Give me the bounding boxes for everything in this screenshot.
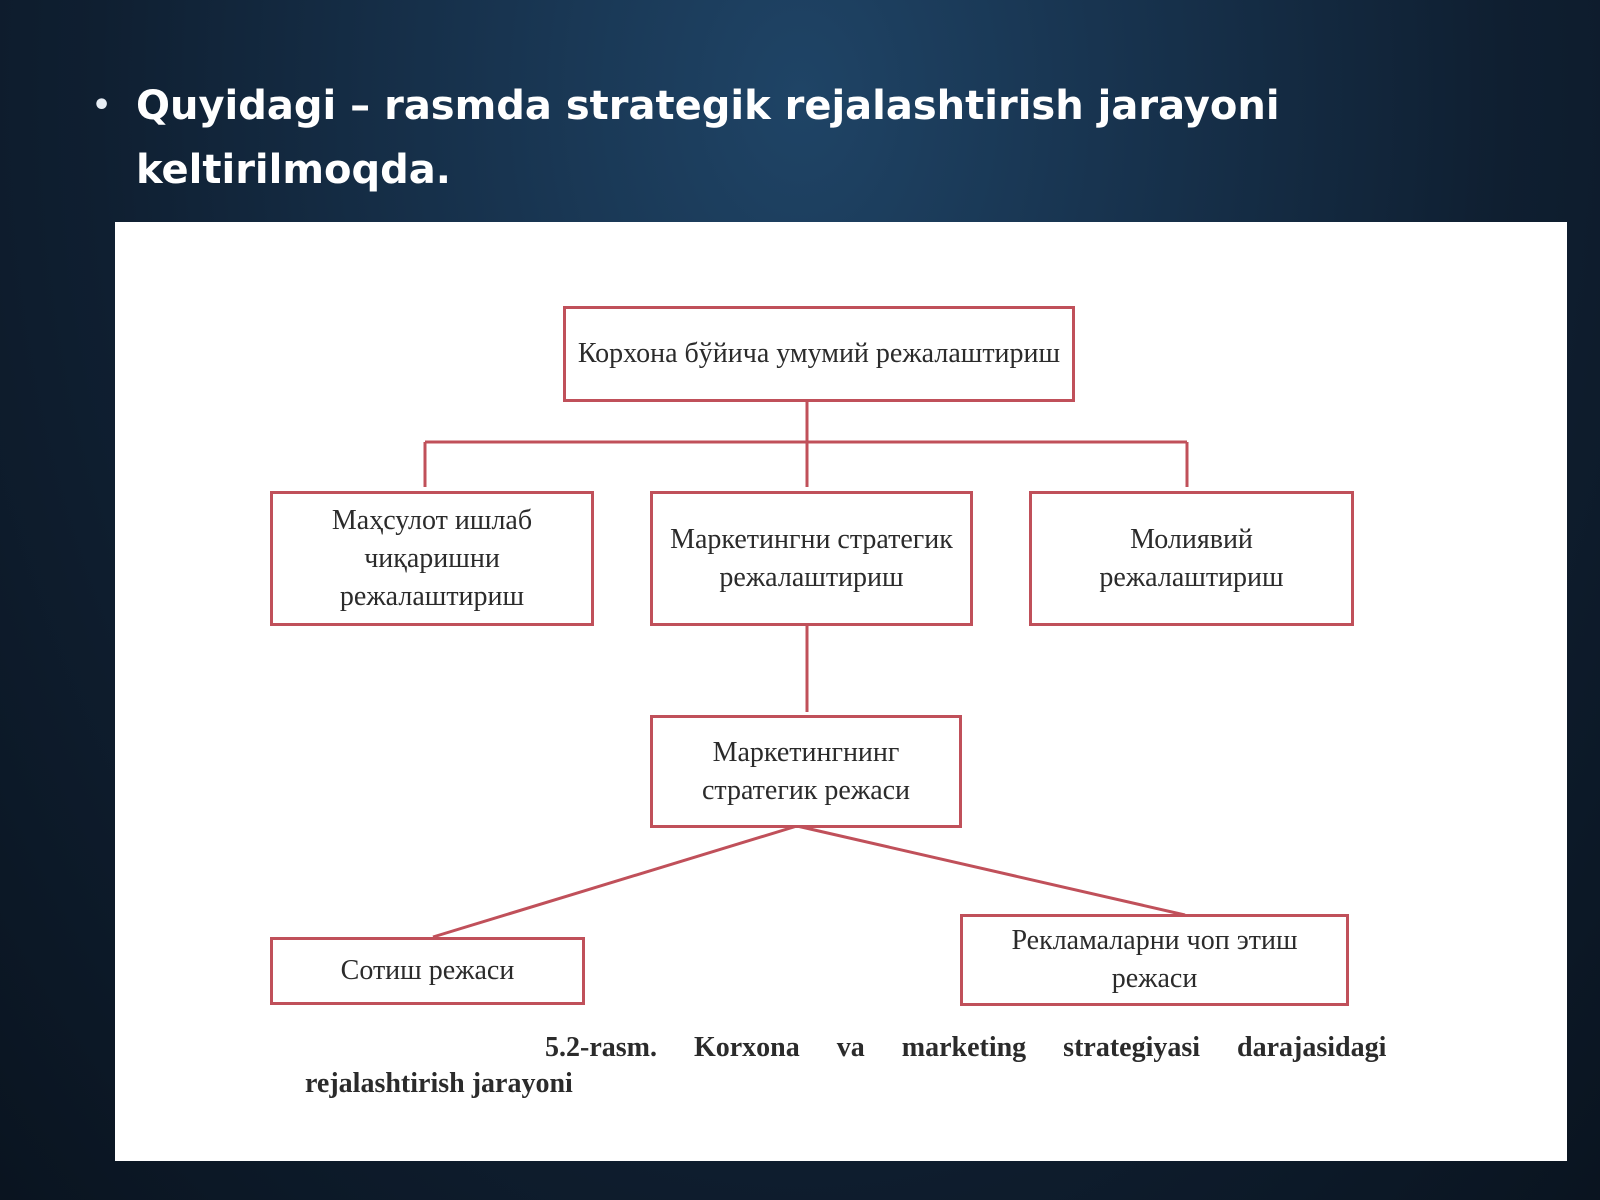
bullet-dot-icon: • xyxy=(92,88,112,123)
node-financial-planning-label: Молиявий режалаштириш xyxy=(1099,523,1284,593)
node-production-planning-label: Маҳсулот ишлаб чиқаришни режалаштириш xyxy=(331,504,533,612)
figure-caption-line1: 5.2-rasm. Korxona va marketing strategiy… xyxy=(545,1032,1387,1063)
diagram-connectors xyxy=(423,397,1189,939)
node-ads-plan: Рекламаларни чоп этиш режаси xyxy=(960,914,1349,1006)
node-marketing-strategic-planning-label: Маркетингни стратегик режалаштириш xyxy=(670,523,953,593)
node-marketing-strategic-plan-label: Маркетингнинг стратегик режаси xyxy=(701,736,911,806)
node-sales-plan-label: Сотиш режаси xyxy=(340,955,515,986)
figure-caption-line2: rejalashtirish jarayoni xyxy=(305,1068,573,1099)
node-sales-plan: Сотиш режаси xyxy=(270,937,585,1005)
node-marketing-strategic-plan: Маркетингнинг стратегик режаси xyxy=(650,715,962,828)
figure-caption: 5.2-rasm. Korxona va marketing strategiy… xyxy=(305,1030,1435,1102)
slide-bullet-text: Quyidagi – rasmda strategik rejalashtiri… xyxy=(136,83,1280,193)
node-marketing-strategic-planning: Маркетингни стратегик режалаштириш xyxy=(650,491,973,626)
node-root-label: Корхона бўйича умумий режалаштириш xyxy=(577,338,1061,369)
node-root: Корхона бўйича умумий режалаштириш xyxy=(563,306,1075,402)
connector-to-ads xyxy=(796,824,1186,917)
connector-to-sales xyxy=(432,824,798,939)
diagram-figure: Корхона бўйича умумий режалаштириш Маҳсу… xyxy=(115,222,1567,1161)
node-financial-planning: Молиявий режалаштириш xyxy=(1029,491,1354,626)
slide-bullet: • Quyidagi – rasmda strategik rejalashti… xyxy=(92,74,1432,202)
node-production-planning: Маҳсулот ишлаб чиқаришни режалаштириш xyxy=(270,491,594,626)
node-ads-plan-label: Рекламаларни чоп этиш режаси xyxy=(1011,925,1298,994)
